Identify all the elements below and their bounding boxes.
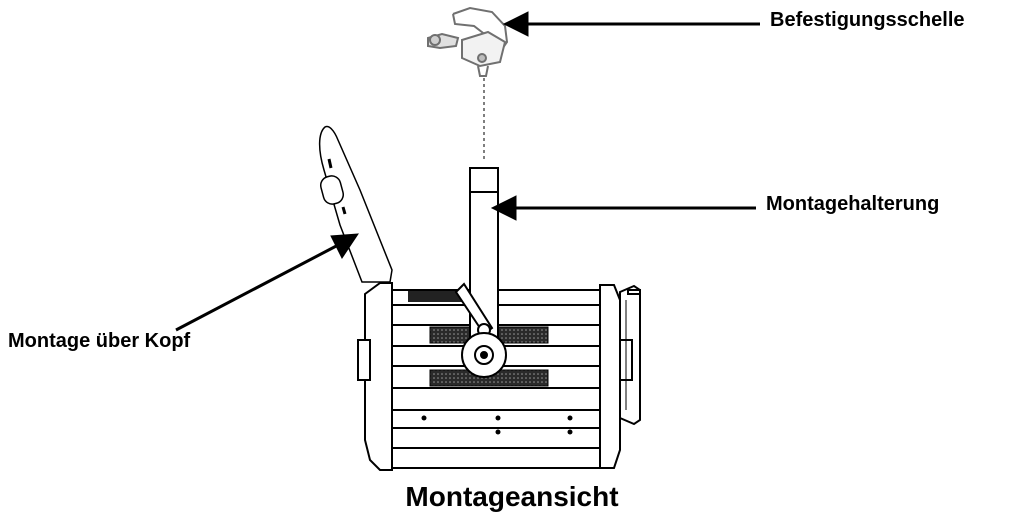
overhead-mount-tab — [318, 125, 393, 283]
body-screws — [421, 415, 573, 435]
arrow-bracket — [490, 195, 756, 221]
fixture-body — [357, 282, 641, 471]
top-vent — [408, 291, 466, 302]
mounting-clamp — [427, 6, 509, 77]
label-overhead: Montage über Kopf — [8, 330, 191, 352]
diagram-caption: Montageansicht — [405, 481, 619, 512]
label-bracket: Montagehalterung — [766, 193, 940, 215]
callout-arrows — [175, 11, 760, 332]
label-clamp: Befestigungsschelle — [770, 9, 965, 31]
arrow-overhead — [175, 233, 359, 332]
arrow-clamp — [502, 11, 760, 37]
mounting-bracket — [454, 167, 507, 378]
